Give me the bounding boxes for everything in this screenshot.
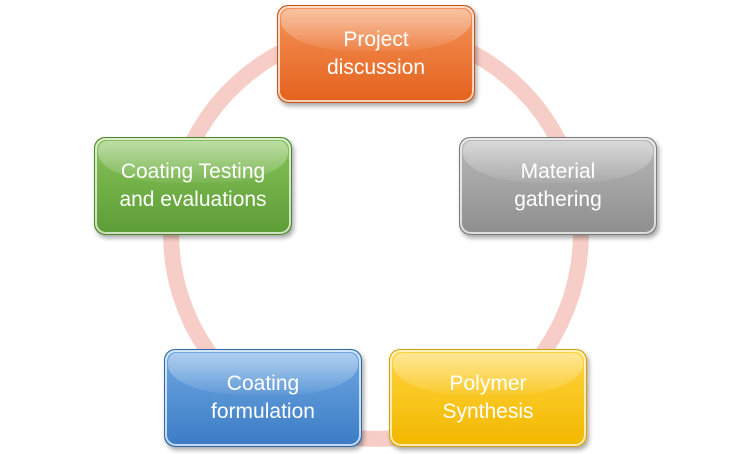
step-coating-formulation-label: Coating formulation (211, 372, 315, 423)
step-project-discussion-label: Project discussion (326, 28, 426, 79)
step-material-gathering: Material gathering (459, 137, 657, 235)
step-coating-formulation: Coating formulation (164, 349, 362, 447)
step-coating-testing-label: Coating Testing and evaluations (119, 160, 267, 211)
step-coating-testing: Coating Testing and evaluations (94, 137, 292, 235)
step-material-gathering-label: Material gathering (514, 160, 602, 211)
step-project-discussion: Project discussion (277, 5, 475, 103)
step-polymer-synthesis-label: Polymer Synthesis (442, 372, 534, 423)
step-polymer-synthesis: Polymer Synthesis (389, 349, 587, 447)
